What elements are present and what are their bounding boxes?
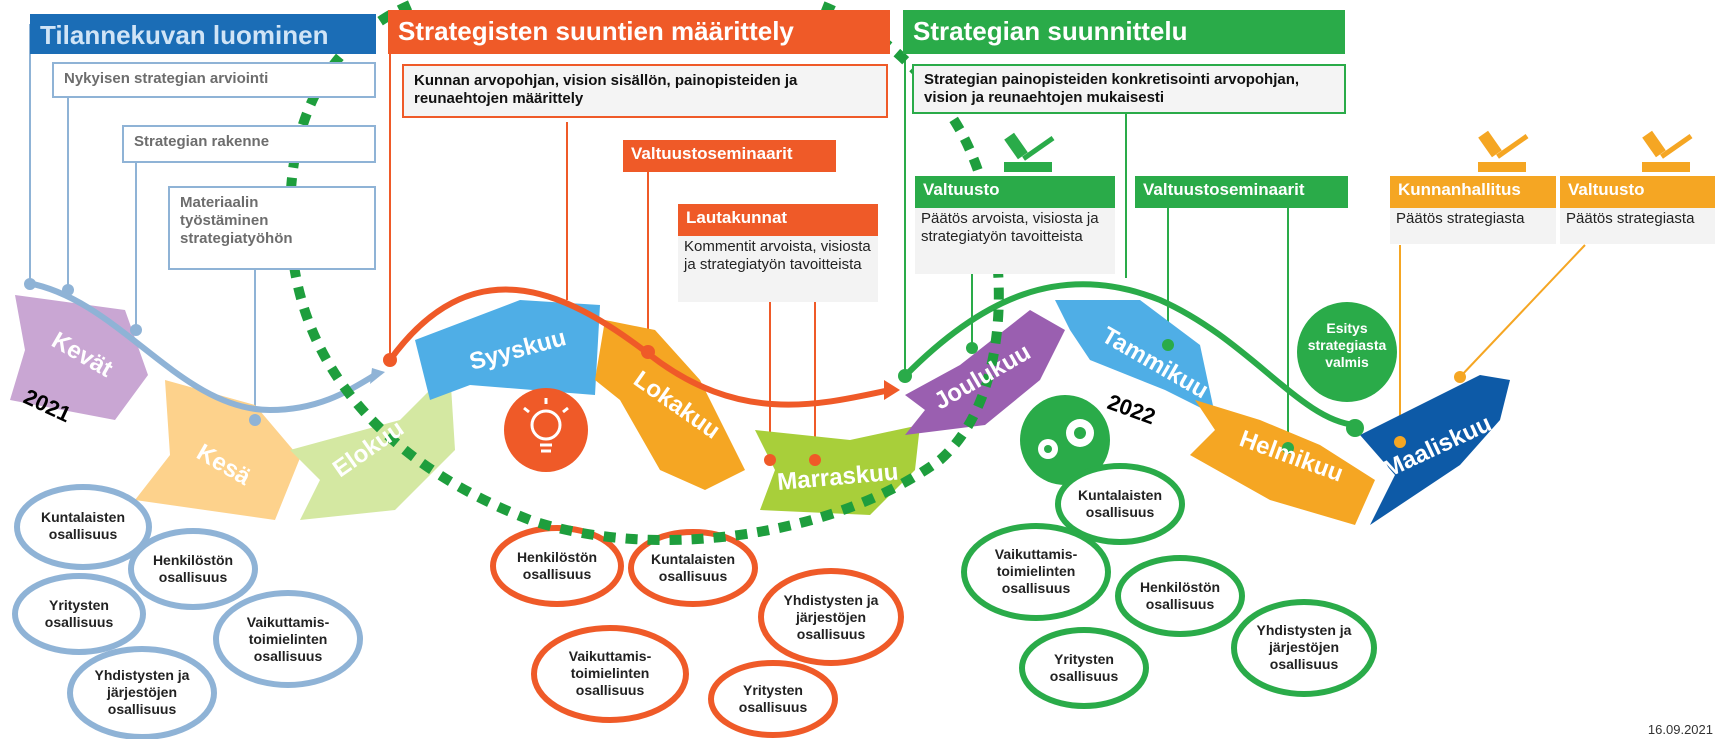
connector-dots: [24, 278, 1466, 466]
arrow-tammikuu: [1055, 300, 1215, 415]
gears-icon-circle: [1020, 395, 1110, 485]
phase1-connectors: [29, 24, 256, 420]
note-kunnanhallitus: Päätös strategiasta: [1390, 208, 1556, 244]
gears-icon: [1038, 419, 1094, 459]
arrow-syyskuu: [415, 300, 600, 400]
arrow-helmikuu: [1190, 400, 1375, 525]
arrow-kesa: [135, 380, 300, 520]
phase1-header: Tilannekuvan luominen: [30, 14, 376, 54]
arrow-elokuu: [290, 370, 455, 520]
note-valtuusto: Päätös arvoista, visiosta ja strategiaty…: [915, 208, 1115, 274]
note-lautakunnat: Kommentit arvoista, visiosta ja strategi…: [678, 236, 878, 302]
bubbles-green: [961, 463, 1377, 709]
phase2-header: Strategisten suuntien määrittely: [388, 10, 890, 54]
arrow-maaliskuu: [1360, 375, 1510, 525]
arrow-lokakuu: [595, 320, 745, 490]
bubbles-orange: [490, 525, 904, 738]
arrow-marraskuu: [755, 425, 920, 515]
blue-curve-arrowhead: [370, 368, 385, 384]
note-valtuusto-final: Päätös strategiasta: [1560, 208, 1715, 244]
tag-valtuusto-green: Valtuusto: [915, 176, 1115, 208]
tag-kunnanhallitus: Kunnanhallitus: [1390, 176, 1556, 208]
gavel-icon-valtuusto: [1642, 130, 1693, 172]
gavel-icon: [1004, 132, 1055, 172]
tag-valtuustoseminaarit-orange: Valtuustoseminaarit: [623, 140, 836, 172]
tag-valtuusto-yellow: Valtuusto: [1560, 176, 1715, 208]
tag-lautakunnat: Lautakunnat: [678, 204, 878, 236]
year-2022: 2022: [1104, 389, 1159, 429]
green-curve: [902, 281, 1356, 428]
decision-connectors: [1399, 244, 1586, 442]
phase2-box: Kunnan arvopohjan, vision sisällön, pain…: [402, 64, 888, 118]
phase2-connectors: [389, 24, 816, 460]
tag-valtuustoseminaarit-green: Valtuustoseminaarit: [1135, 176, 1348, 208]
bubbles-blue: [12, 484, 363, 739]
phase1-box-rakenne: Strategian rakenne: [122, 125, 376, 163]
phase1-box-materiaali: Materiaalin työstäminen strategiatyöhön: [168, 186, 376, 270]
phase1-box-arviointi: Nykyisen strategian arviointi: [52, 62, 376, 98]
phase3-header: Strategian suunnittelu: [903, 10, 1345, 54]
date-label: 16.09.2021: [1647, 722, 1713, 737]
lightbulb-icon: [523, 398, 569, 453]
arrow-joulukuu: [905, 310, 1065, 435]
gavel-icon-kunnanhallitus: [1478, 130, 1529, 172]
blue-curve: [27, 280, 377, 414]
phase3-box: Strategian painopisteiden konkretisointi…: [912, 64, 1346, 114]
month-arrows: [10, 295, 1510, 525]
orange-curve-arrowhead: [884, 380, 900, 400]
esitys-circle: [1297, 302, 1397, 402]
